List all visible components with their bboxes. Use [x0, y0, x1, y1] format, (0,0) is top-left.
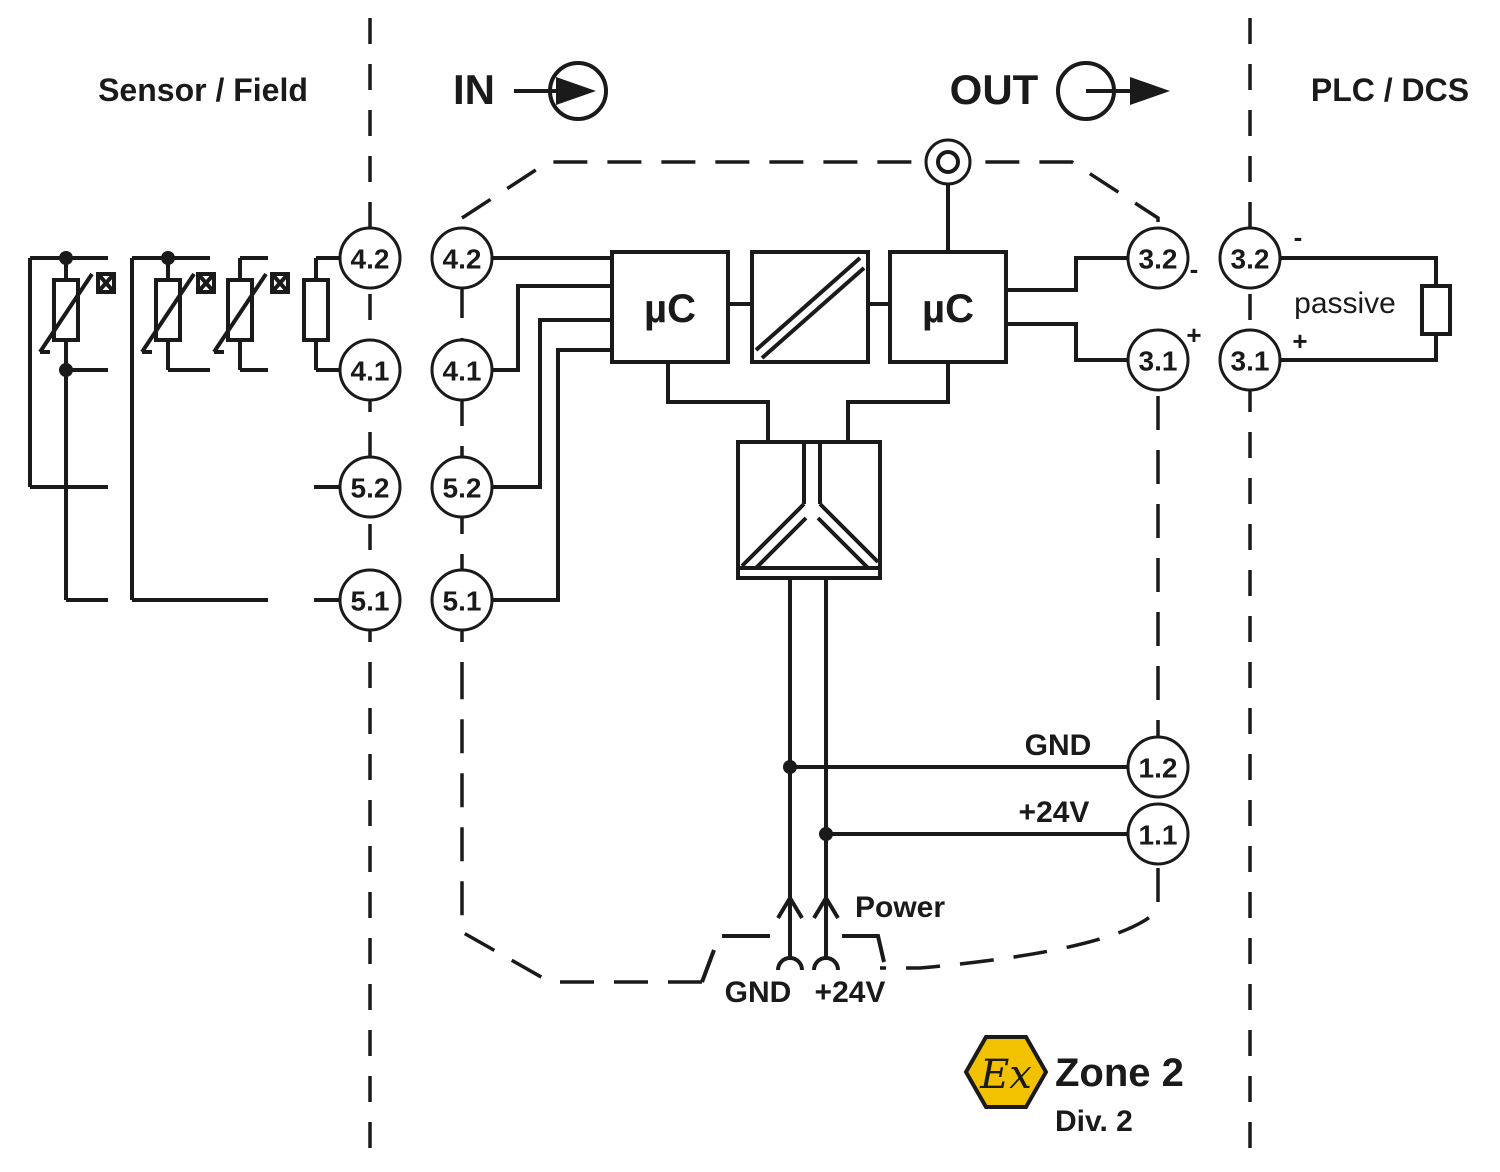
input-terminal-5-1: 5.1: [430, 568, 494, 632]
svg-text:5.2: 5.2: [351, 473, 390, 504]
output-terminal-3-2: 3.2: [1126, 226, 1190, 290]
device-housing-outline: [460, 160, 1160, 984]
field-terminal-4-2: 4.2: [338, 226, 402, 290]
field-terminal-5-1: 5.1: [338, 568, 402, 632]
input-arrow-icon: [514, 61, 608, 121]
sensor-field-label: Sensor / Field: [98, 72, 308, 108]
plc-dcs-label: PLC / DCS: [1311, 72, 1469, 108]
field-terminal-4-1: 4.1: [338, 338, 402, 402]
svg-text:µC: µC: [644, 287, 696, 331]
plc-terminal-3-2: 3.2: [1218, 226, 1282, 290]
power-terminal-1-2: 1.2: [1126, 735, 1190, 799]
output-microcontroller-block: µC: [888, 250, 1008, 364]
input-microcontroller-block: µC: [610, 250, 730, 364]
in-label: IN: [453, 66, 495, 113]
svg-text:1.1: 1.1: [1139, 820, 1178, 851]
out-label: OUT: [950, 66, 1039, 113]
svg-text:4.2: 4.2: [443, 244, 482, 275]
input-terminal-4-2: 4.2: [430, 226, 494, 290]
rail-24v-label: +24V: [1019, 796, 1090, 829]
input-terminal-5-2: 5.2: [430, 455, 494, 519]
bus-24v-label: +24V: [815, 976, 886, 1009]
svg-text:3.1: 3.1: [1231, 346, 1270, 377]
plc-terminal-3-1: 3.1: [1218, 328, 1282, 392]
passive-load-label: passive: [1294, 287, 1396, 320]
svg-text:4.2: 4.2: [351, 244, 390, 275]
plc-minus-sign: -: [1294, 222, 1303, 252]
output-minus-sign: -: [1190, 254, 1199, 284]
svg-text:µC: µC: [922, 287, 974, 331]
ex-certification-icon: Ex: [963, 1035, 1049, 1109]
power-input-arrows-icon: [700, 894, 886, 983]
output-arrow-icon: [1056, 61, 1170, 121]
bus-gnd-label: GND: [725, 976, 792, 1009]
sensor-circuits: [28, 251, 346, 602]
svg-text:3.1: 3.1: [1139, 346, 1178, 377]
field-terminal-5-2: 5.2: [338, 455, 402, 519]
input-wiring: [492, 256, 612, 602]
output-wiring: [1006, 256, 1128, 362]
svg-text:4.1: 4.1: [351, 356, 390, 387]
plc-load-circuit: [1280, 256, 1452, 362]
svg-text:4.1: 4.1: [443, 356, 482, 387]
svg-text:3.2: 3.2: [1231, 244, 1270, 275]
power-terminal-1-1: 1.1: [1126, 802, 1190, 866]
input-terminal-4-1: 4.1: [430, 338, 494, 402]
svg-text:5.1: 5.1: [351, 586, 390, 617]
division-label: Div. 2: [1055, 1105, 1133, 1138]
power-rail-wiring: [783, 760, 1128, 841]
svg-text:5.2: 5.2: [443, 473, 482, 504]
zone-label: Zone 2: [1055, 1051, 1184, 1095]
output-plus-sign: +: [1186, 320, 1201, 350]
thermal-marker-icons: [96, 272, 290, 294]
svg-text:Ex: Ex: [979, 1052, 1032, 1098]
power-label: Power: [855, 891, 945, 924]
svg-text:3.2: 3.2: [1139, 244, 1178, 275]
plc-plus-sign: +: [1292, 326, 1307, 356]
indicator-led-icon: [924, 138, 972, 252]
power-supply-block: [666, 362, 950, 960]
galvanic-isolation-block: [750, 250, 870, 364]
svg-text:1.2: 1.2: [1139, 753, 1178, 784]
output-terminal-3-1: 3.1: [1126, 328, 1190, 392]
svg-text:5.1: 5.1: [443, 586, 482, 617]
rail-gnd-label: GND: [1025, 729, 1092, 762]
